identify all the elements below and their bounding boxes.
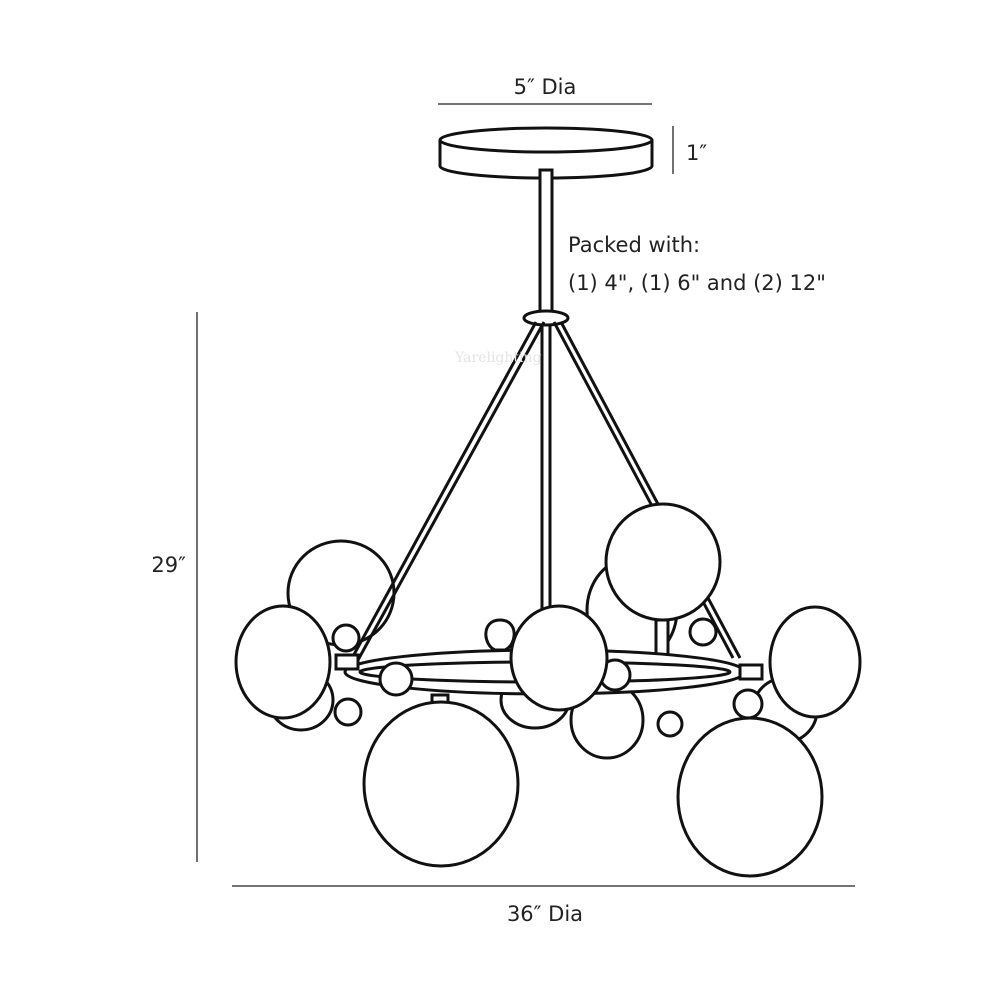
right-globe	[768, 605, 862, 719]
small-globes	[331, 617, 764, 738]
height-label: 29″	[151, 553, 186, 577]
packed-note-line2: (1) 4", (1) 6" and (2) 12"	[568, 271, 826, 295]
lower-right-globe	[676, 716, 824, 878]
packed-note-line1: Packed with:	[568, 233, 700, 257]
lower-left-globe	[362, 693, 520, 868]
center-globe	[509, 604, 609, 712]
top-right-globe	[604, 502, 722, 658]
canopy-diameter-label: 5″ Dia	[514, 75, 577, 99]
watermark: Yarelighting	[454, 350, 542, 366]
stem	[538, 168, 554, 314]
canopy-height-label: 1″	[686, 141, 707, 165]
left-globe	[234, 604, 332, 720]
diameter-label: 36″ Dia	[507, 902, 583, 926]
